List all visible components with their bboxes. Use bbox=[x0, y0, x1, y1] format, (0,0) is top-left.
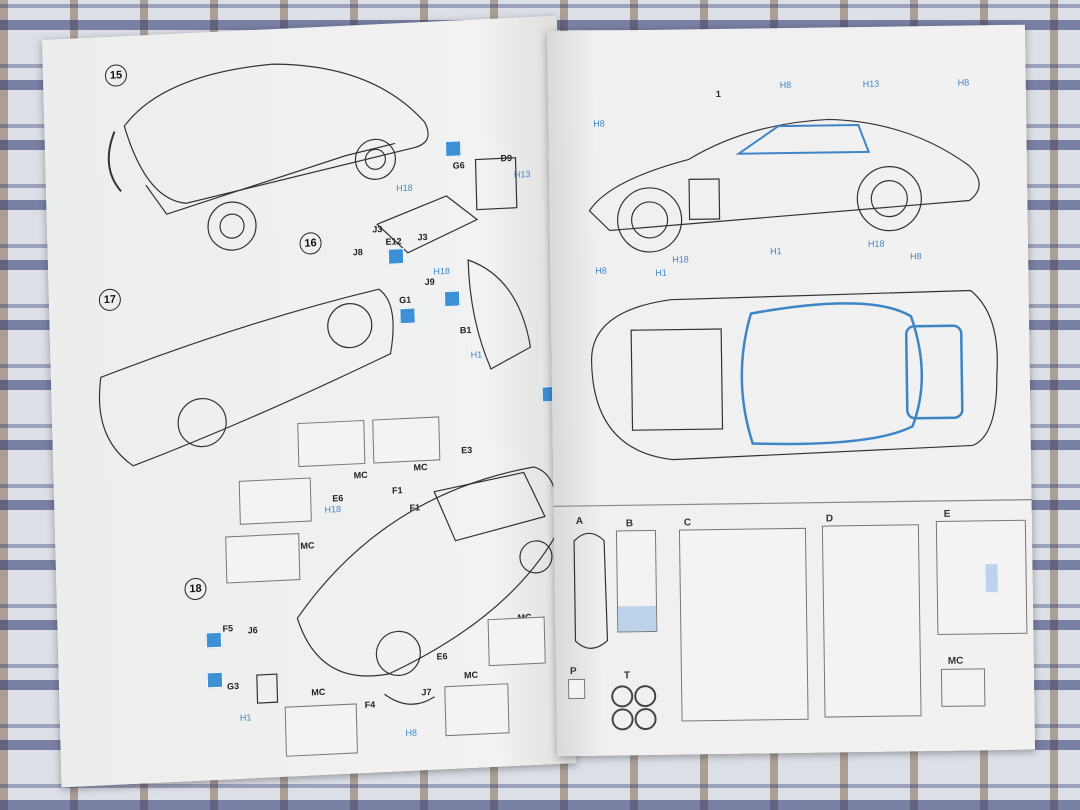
part-label: MC bbox=[413, 461, 428, 473]
decal-sheet-inset bbox=[284, 703, 358, 757]
color-ref: H18 bbox=[867, 238, 885, 249]
callout-number: 1 bbox=[715, 88, 721, 100]
instruction-page-left: 15 16 17 18 G6 D9 J3 E12 J3 J8 J9 G1 B1 … bbox=[42, 15, 577, 788]
decal-sheet-inset bbox=[487, 616, 546, 667]
sprue-p bbox=[568, 678, 586, 700]
color-ref: H8 bbox=[910, 251, 922, 262]
sprue-label-mc: MC bbox=[947, 655, 964, 667]
cement-icon bbox=[387, 248, 405, 265]
part-label: F1 bbox=[409, 502, 421, 513]
part-label: B1 bbox=[459, 324, 472, 336]
sprue-c bbox=[678, 527, 809, 722]
assembly-drawings-left bbox=[98, 63, 558, 705]
part-label: E12 bbox=[385, 236, 402, 247]
cement-icon bbox=[445, 140, 462, 158]
sprue-mc bbox=[940, 668, 986, 707]
decal-sheet-inset bbox=[225, 533, 301, 584]
part-label: J9 bbox=[424, 276, 435, 288]
color-ref: H13 bbox=[513, 169, 531, 180]
tires bbox=[611, 684, 657, 731]
sprue-b bbox=[615, 529, 658, 633]
part-label: F4 bbox=[364, 699, 376, 711]
part-label: G3 bbox=[226, 680, 240, 692]
paint-icon bbox=[443, 290, 461, 308]
part-label: F5 bbox=[222, 623, 234, 634]
color-ref: H1 bbox=[655, 267, 667, 278]
sprue-d bbox=[821, 524, 922, 718]
cement-icon bbox=[399, 307, 416, 325]
part-label: E6 bbox=[436, 651, 448, 662]
color-ref: H1 bbox=[470, 349, 483, 360]
sprue-label-p: P bbox=[569, 666, 577, 678]
part-label: D9 bbox=[500, 152, 513, 164]
instruction-page-right: 1 H8 H13 H8 H8 H18 H1 H18 H8 H1 H8 A B C… bbox=[546, 24, 1036, 757]
color-ref: H8 bbox=[779, 79, 792, 91]
part-label: MC bbox=[463, 669, 479, 681]
color-ref: H18 bbox=[433, 265, 451, 277]
part-label: J6 bbox=[247, 625, 258, 636]
color-ref: H18 bbox=[396, 182, 413, 194]
part-label: E3 bbox=[460, 444, 473, 456]
sprue-label-e: E bbox=[943, 508, 951, 520]
color-ref: H1 bbox=[769, 246, 782, 257]
color-ref: H13 bbox=[862, 78, 880, 89]
color-ref: H8 bbox=[595, 265, 607, 276]
part-label: J3 bbox=[372, 224, 383, 235]
color-ref: H18 bbox=[672, 254, 689, 265]
decal-sheet-inset bbox=[372, 416, 441, 464]
sprue-e bbox=[935, 519, 1028, 635]
sprue-label-a: A bbox=[575, 515, 584, 528]
part-label: G6 bbox=[452, 160, 465, 171]
color-ref: H8 bbox=[593, 118, 605, 129]
part-label: MC bbox=[353, 469, 368, 481]
part-label: G1 bbox=[399, 294, 412, 306]
color-ref: H1 bbox=[239, 712, 252, 723]
part-label: J7 bbox=[421, 686, 432, 698]
part-label: J3 bbox=[417, 231, 428, 243]
decal-sheet-inset bbox=[238, 477, 312, 525]
color-ref: H18 bbox=[324, 504, 342, 515]
sprue-label-t: T bbox=[623, 670, 631, 682]
sprue-label-d: D bbox=[825, 513, 834, 525]
decal-sheet-inset bbox=[297, 419, 366, 468]
part-label: MC bbox=[300, 540, 315, 551]
color-ref: H8 bbox=[957, 77, 970, 88]
sprue-label-b: B bbox=[625, 518, 634, 530]
sprue-label-c: C bbox=[683, 517, 692, 529]
painting-guide-drawings bbox=[553, 118, 1032, 649]
part-label: F1 bbox=[391, 485, 403, 496]
part-label: E6 bbox=[332, 492, 344, 504]
color-ref: H8 bbox=[405, 727, 418, 739]
cement-icon bbox=[206, 671, 224, 689]
decal-sheet-inset bbox=[444, 683, 510, 737]
cement-icon bbox=[205, 631, 223, 649]
part-label: MC bbox=[311, 686, 326, 698]
part-label: J8 bbox=[352, 246, 363, 258]
